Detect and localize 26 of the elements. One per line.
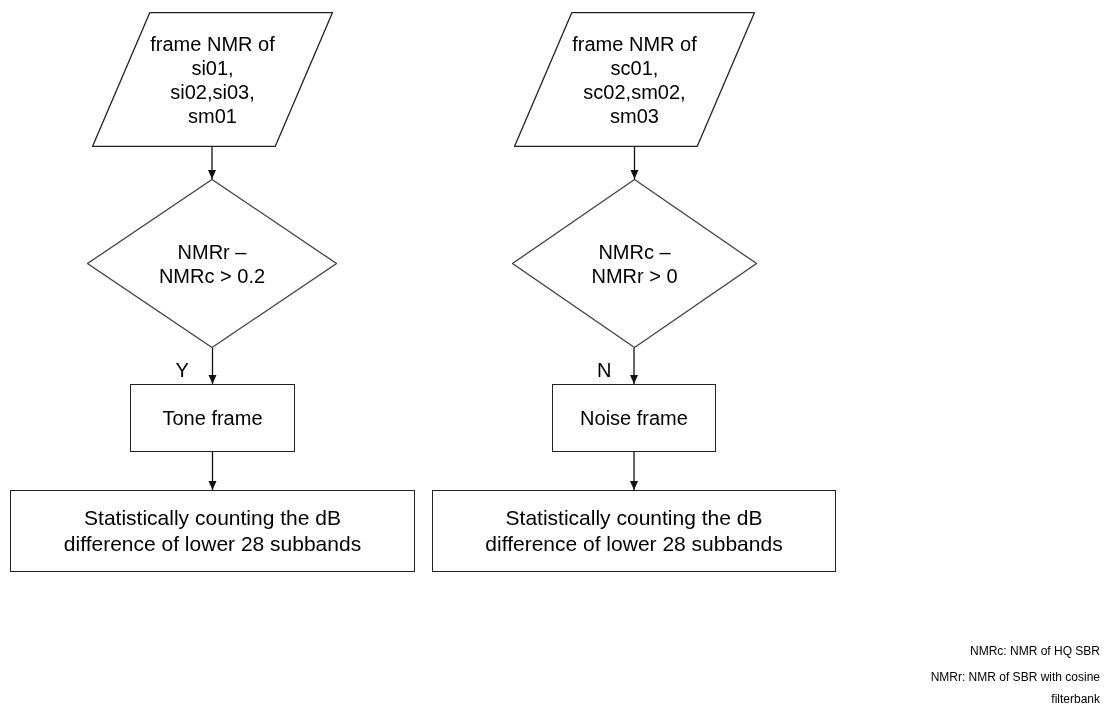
arrow xyxy=(208,451,217,491)
node-text: Statistically counting the dB difference of lower 28 subbands xyxy=(62,505,363,557)
edge-label: N xyxy=(597,360,612,380)
process-box xyxy=(130,384,295,452)
decision-diamond xyxy=(87,179,337,348)
arrow xyxy=(630,146,639,180)
node-text: frame NMR of sc01, sc02,sm02, sm03 xyxy=(571,31,698,128)
note-text: NMRc: NMR of HQ SBR xyxy=(969,643,1100,660)
arrow xyxy=(630,451,638,491)
node-text: NMRr – NMRc > 0.2 xyxy=(157,239,267,288)
arrow xyxy=(208,347,217,385)
input-parallelogram xyxy=(92,12,333,147)
decision-diamond xyxy=(512,179,757,348)
node-text: Noise frame xyxy=(579,406,689,430)
edge-label: Y xyxy=(175,360,189,380)
node-text: NMRc – NMRr > 0 xyxy=(590,239,679,288)
input-parallelogram xyxy=(514,12,755,147)
node-text: Statistically counting the dB difference of lower 28 subbands xyxy=(484,505,784,557)
arrow xyxy=(208,146,216,180)
process-box xyxy=(552,384,716,452)
node-text: frame NMR of si01, si02,si03, sm01 xyxy=(150,31,275,128)
node-text: Tone frame xyxy=(161,406,264,430)
note-text: NMRr: NMR of SBR with cosine filterbank xyxy=(930,669,1100,708)
process-box xyxy=(432,490,836,572)
process-box xyxy=(10,490,415,572)
arrow xyxy=(630,347,638,385)
